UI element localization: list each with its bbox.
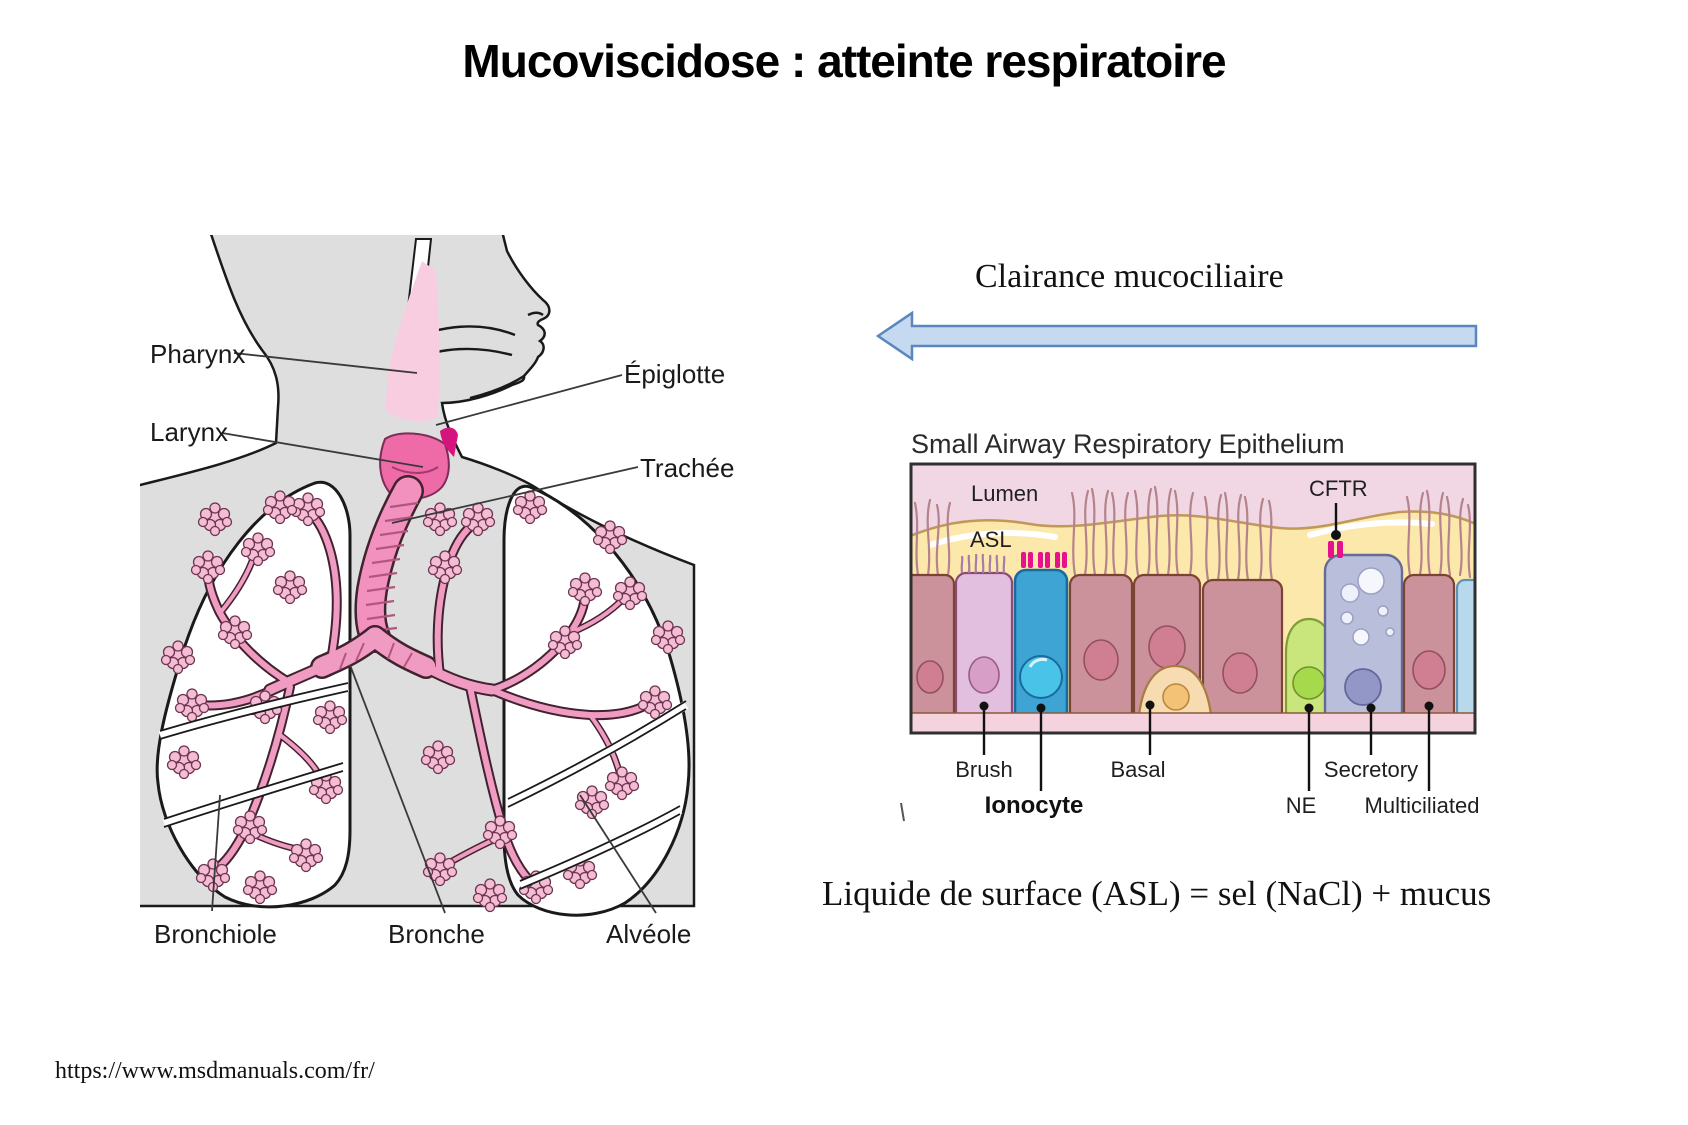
trachea-label: Trachée xyxy=(640,453,734,483)
lung-fissures xyxy=(158,682,689,890)
secretory-label: Secretory xyxy=(1324,757,1418,782)
source-url: https://www.msdmanuals.com/fr/ xyxy=(55,1058,375,1084)
cilia xyxy=(913,485,1472,582)
lumen-label: Lumen xyxy=(971,481,1038,506)
anatomy-leader-lines xyxy=(211,352,657,914)
ionocyte-label: Ionocyte xyxy=(985,792,1084,819)
alveolus-label: Alvéole xyxy=(606,919,691,949)
larynx-label: Larynx xyxy=(150,417,228,447)
lungs xyxy=(155,480,691,917)
basal-cell xyxy=(1136,664,1214,729)
respiratory-anatomy-figure: Pharynx Larynx Épiglotte Trachée Bronchi… xyxy=(140,235,734,949)
bronchus-label: Bronche xyxy=(388,919,485,949)
trachea xyxy=(354,475,424,653)
epithelial-cells xyxy=(912,552,1474,729)
multiciliated-label: Multiciliated xyxy=(1365,793,1480,818)
ne-label: NE xyxy=(1286,793,1317,818)
asl-formula-text: Liquide de surface (ASL) = sel (NaCl) + … xyxy=(822,874,1492,913)
cftr-channel xyxy=(1328,541,1343,558)
ionocyte-cell xyxy=(1013,552,1069,727)
basal-label: Basal xyxy=(1110,757,1165,782)
left-arrow-icon xyxy=(875,310,1478,362)
ne-cell xyxy=(1284,617,1334,729)
basement-membrane xyxy=(912,713,1474,731)
epithelium-title: Small Airway Respiratory Epithelium xyxy=(911,429,1345,459)
asl-label: ASL xyxy=(970,527,1012,552)
pharynx-region xyxy=(385,261,440,422)
cell-pointers xyxy=(900,700,1434,822)
page-title: Mucoviscidose : atteinte respiratoire xyxy=(462,35,1226,87)
cftr-label: CFTR xyxy=(1309,476,1368,501)
epiglottis-shape xyxy=(440,427,458,457)
brush-label: Brush xyxy=(955,757,1012,782)
mucociliary-clearance-label: Clairance mucociliaire xyxy=(975,258,1284,295)
pharynx-label: Pharynx xyxy=(150,339,245,369)
bronchiole-label: Bronchiole xyxy=(154,919,277,949)
secretory-cell xyxy=(1323,553,1404,729)
ionocyte-channels xyxy=(1021,552,1067,568)
cftr-pointer xyxy=(1331,503,1341,540)
brush-cell xyxy=(954,553,1014,729)
epithelium-figure: Small Airway Respiratory Epithelium xyxy=(900,429,1480,822)
epiglottis-label: Épiglotte xyxy=(624,359,725,389)
